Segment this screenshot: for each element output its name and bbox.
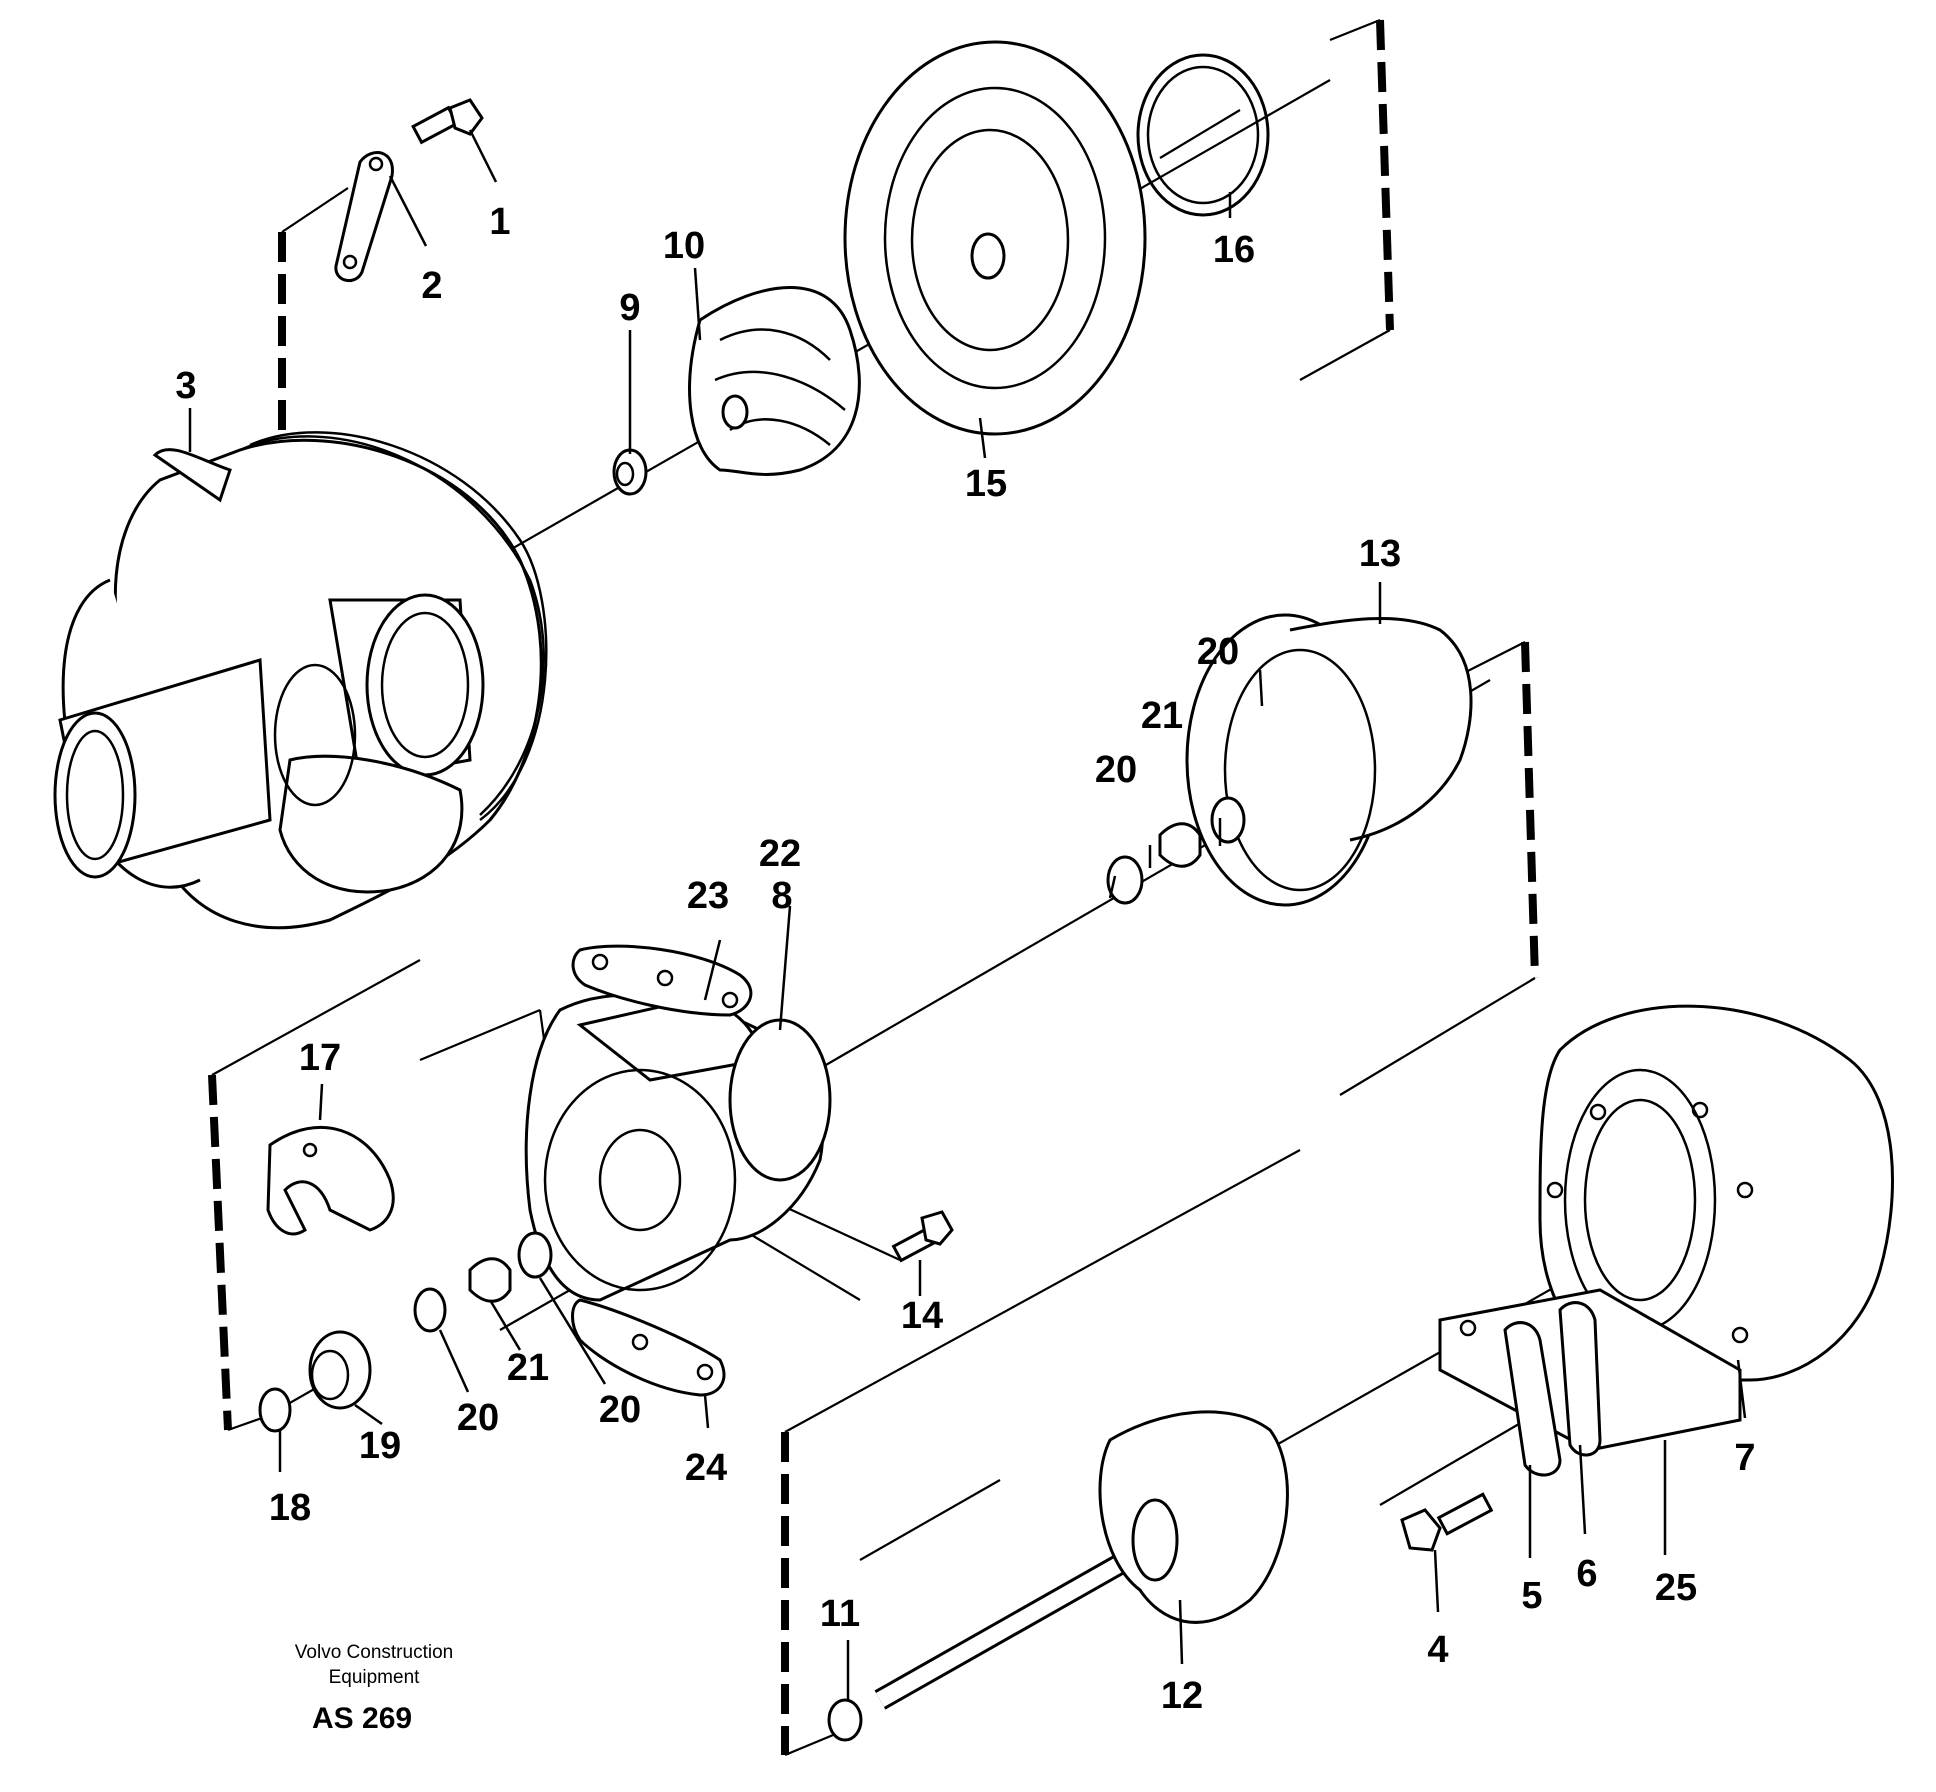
screw-14: [891, 1210, 954, 1263]
lock-plate-6: [1558, 1301, 1602, 1457]
turbine-shaft-wheel-12: [874, 1410, 1289, 1710]
lock-plate-5: [1503, 1321, 1562, 1477]
circlip-20-lower-a: [413, 1287, 447, 1333]
caption-code: AS 269: [312, 1702, 412, 1735]
callout-5: 5: [1521, 1575, 1542, 1617]
callout-20-d: 20: [599, 1389, 641, 1431]
callout-15: 15: [965, 463, 1007, 505]
callout-21-a: 21: [1141, 695, 1183, 737]
circlip-11: [827, 1698, 863, 1742]
gasket-24: [571, 1298, 726, 1397]
callout-20-a: 20: [1197, 631, 1239, 673]
circlip-18: [258, 1387, 292, 1433]
thrust-collar-19: [308, 1330, 372, 1410]
backplate-15: [843, 40, 1147, 436]
callout-10: 10: [663, 225, 705, 267]
publisher-caption: Volvo Construction Equipment AS 269: [295, 1642, 453, 1735]
circlip-20-upper-left: [1106, 855, 1144, 905]
callout-21-b: 21: [507, 1347, 549, 1389]
callout-2: 2: [421, 265, 442, 307]
callout-11: 11: [820, 1593, 860, 1635]
caption-line-2: Equipment: [329, 1667, 421, 1688]
screw-4: [1400, 1492, 1494, 1552]
callout-22: 22: [759, 833, 801, 875]
callout-24: 24: [685, 1447, 727, 1489]
callout-9: 9: [619, 287, 640, 329]
circlip-20-lower-b: [517, 1231, 553, 1279]
callout-13: 13: [1359, 533, 1401, 575]
dashed-assembly-brackets: [208, 18, 1539, 1757]
o-ring-housing: [239, 435, 545, 816]
caption-line-1: Volvo Construction: [295, 1642, 453, 1663]
callout-4: 4: [1427, 1629, 1448, 1671]
callout-16: 16: [1213, 229, 1255, 271]
callout-6: 6: [1576, 1553, 1597, 1595]
nut-9: [612, 448, 648, 496]
callout-labels: 1 2 3 4 5 6 7 8 9 10 11 12 13 14 15 16 1…: [175, 201, 1755, 1717]
turbine-housing-7: [1538, 1004, 1894, 1382]
compressor-housing: [53, 431, 548, 930]
callout-18: 18: [269, 1487, 311, 1529]
callout-1: 1: [489, 201, 510, 243]
callout-19: 19: [359, 1425, 401, 1467]
callout-14: 14: [901, 1295, 943, 1337]
circlip-20-upper: [1210, 796, 1246, 844]
leader-lines: [188, 129, 1747, 1700]
screw-1: [411, 98, 484, 145]
callout-23: 23: [687, 875, 729, 917]
callout-20-c: 20: [457, 1397, 499, 1439]
compressor-wheel-10: [688, 286, 861, 476]
callout-25: 25: [1655, 1567, 1697, 1609]
retaining-ring-16: [1136, 53, 1270, 217]
callout-3: 3: [175, 365, 196, 407]
thrust-washer-17: [266, 1126, 395, 1236]
callout-17: 17: [299, 1037, 341, 1079]
bearing-21-lower: [468, 1257, 512, 1303]
callout-20-b: 20: [1095, 749, 1137, 791]
callout-7: 7: [1734, 1437, 1755, 1479]
lock-plate-2: [334, 151, 394, 282]
callout-12: 12: [1161, 1675, 1203, 1717]
callout-8: 8: [771, 875, 792, 917]
bearing-housing-8: [524, 993, 832, 1302]
bearing-21-upper: [1158, 822, 1202, 868]
